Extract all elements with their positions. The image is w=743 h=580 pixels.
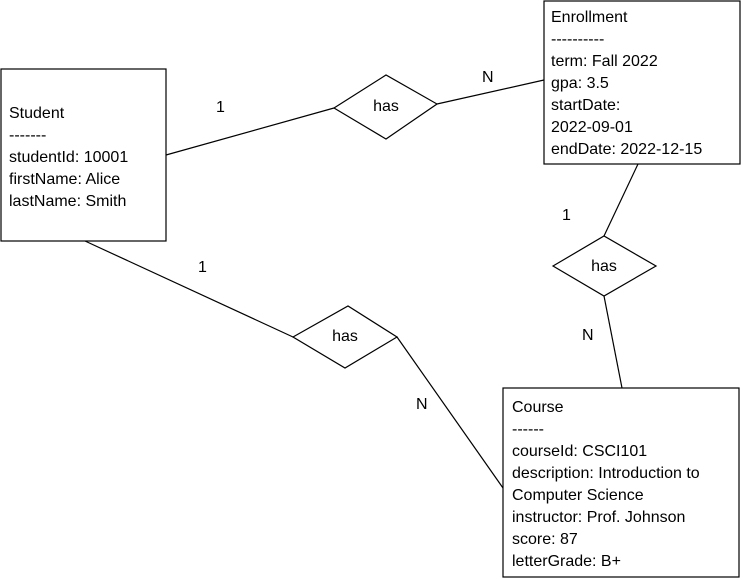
enrollment-attr-gpa: gpa: 3.5 (551, 75, 609, 92)
course-entity: Course ------ courseId: CSCI101 descript… (502, 387, 740, 578)
cardinality-student-enrollment-n: N (482, 69, 494, 86)
enrollment-attr-startdate-label: startDate: (551, 97, 620, 114)
student-attr-firstname: firstName: Alice (9, 171, 120, 188)
edge-enrollment-rel2 (603, 163, 639, 237)
enrollment-attr-enddate: endDate: 2022-12-15 (551, 141, 702, 158)
course-attr-lettergrade: letterGrade: B+ (512, 553, 621, 570)
cardinality-enrollment-course-1: 1 (562, 207, 571, 224)
cardinality-student-course-1: 1 (198, 259, 207, 276)
student-attr-lastname: lastName: Smith (9, 193, 126, 210)
course-title: Course (512, 399, 564, 416)
edge-rel1-enrollment (436, 79, 545, 105)
relationship-enrollment-course: has (551, 235, 658, 297)
relationship-label: has (373, 98, 399, 115)
course-attr-description: description: Introduction to (512, 465, 700, 482)
relationship-student-course: has (291, 305, 399, 369)
course-attr-score: score: 87 (512, 531, 578, 548)
edge-rel3-course (396, 336, 504, 489)
enrollment-divider: ---------- (551, 31, 604, 48)
student-entity: Student ------- studentId: 10001 firstNa… (0, 68, 167, 242)
course-attr-description-cont: Computer Science (512, 487, 644, 504)
relationship-label: has (332, 328, 358, 345)
enrollment-title: Enrollment (551, 9, 628, 26)
student-divider: ------- (9, 127, 46, 144)
edge-rel2-course (603, 295, 623, 389)
course-divider: ------ (512, 421, 544, 438)
edge-student-rel1 (165, 107, 335, 156)
cardinality-enrollment-course-n: N (582, 327, 594, 344)
enrollment-attr-term: term: Fall 2022 (551, 53, 658, 70)
edge-student-rel3 (84, 240, 294, 338)
cardinality-student-course-n: N (416, 396, 428, 413)
course-attr-instructor: instructor: Prof. Johnson (512, 509, 685, 526)
enrollment-attr-startdate-value: 2022-09-01 (551, 119, 633, 136)
cardinality-student-enrollment-1: 1 (216, 99, 225, 116)
course-attr-id: courseId: CSCI101 (512, 443, 647, 460)
student-title: Student (9, 105, 65, 122)
student-attr-id: studentId: 10001 (9, 149, 128, 166)
relationship-label: has (591, 258, 617, 275)
enrollment-entity: Enrollment ---------- term: Fall 2022 gp… (543, 0, 741, 165)
relationship-student-enrollment: has (332, 74, 439, 140)
